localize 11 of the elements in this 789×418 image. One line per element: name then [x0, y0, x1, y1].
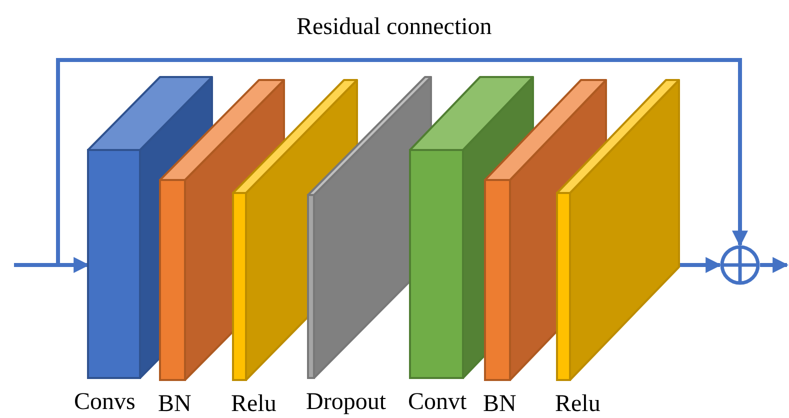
- layer-label: Relu: [555, 390, 600, 418]
- layer-label: Convt: [408, 388, 467, 416]
- layer-label: BN: [483, 390, 516, 418]
- layer-label: Convs: [74, 388, 136, 416]
- layer-label: Dropout: [306, 388, 386, 416]
- arrow: [760, 257, 789, 273]
- arrow: [56, 58, 748, 265]
- arrow: [14, 257, 90, 273]
- layer-label: BN: [158, 390, 192, 418]
- layer-label: Relu: [231, 390, 276, 418]
- arrow: [679, 257, 722, 273]
